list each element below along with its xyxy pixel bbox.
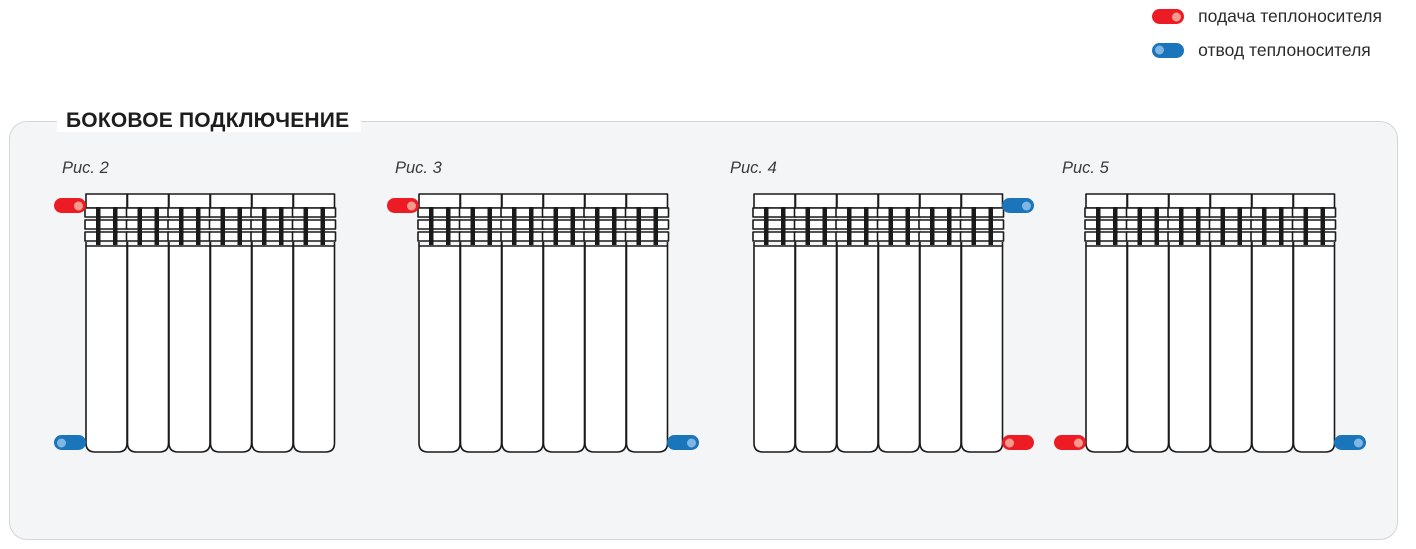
- radiator-diagram: [387, 192, 699, 454]
- connector-supply-top-left: [387, 198, 419, 213]
- connector-supply-bottom-right: [1002, 435, 1034, 450]
- legend: подача теплоносителя отвод теплоносителя: [1152, 6, 1382, 60]
- legend-label-return: отвод теплоносителя: [1198, 39, 1371, 60]
- legend-item-supply: подача теплоносителя: [1152, 6, 1382, 26]
- panel-title: БОКОВОЕ ПОДКЛЮЧЕНИЕ: [57, 109, 362, 133]
- radiator-diagram: [54, 192, 337, 454]
- connector-return-bottom-right: [1334, 435, 1366, 450]
- connector-return-top-right: [1002, 198, 1034, 213]
- radiator-diagram: [752, 192, 1034, 454]
- connector-supply-top-left: [54, 198, 86, 213]
- legend-item-return: отвод теплоносителя: [1152, 39, 1371, 60]
- figure-label: Рис. 5: [1062, 159, 1109, 177]
- pill-blue-marker-icon: [1152, 42, 1185, 58]
- figure-group: Рис. 2 Рис. 3 Рис. 4 Рис. 5: [10, 122, 1397, 539]
- figure-label: Рис. 4: [730, 159, 777, 177]
- connector-supply-bottom-left: [1054, 435, 1086, 450]
- connector-return-bottom-right: [667, 435, 699, 450]
- figure-label: Рис. 3: [395, 159, 442, 177]
- figure-label: Рис. 2: [62, 159, 109, 177]
- connector-return-bottom-left: [54, 435, 86, 450]
- pill-red-marker-icon: [1152, 9, 1185, 25]
- radiator-diagram: [1054, 192, 1366, 454]
- legend-label-supply: подача теплоносителя: [1198, 6, 1382, 26]
